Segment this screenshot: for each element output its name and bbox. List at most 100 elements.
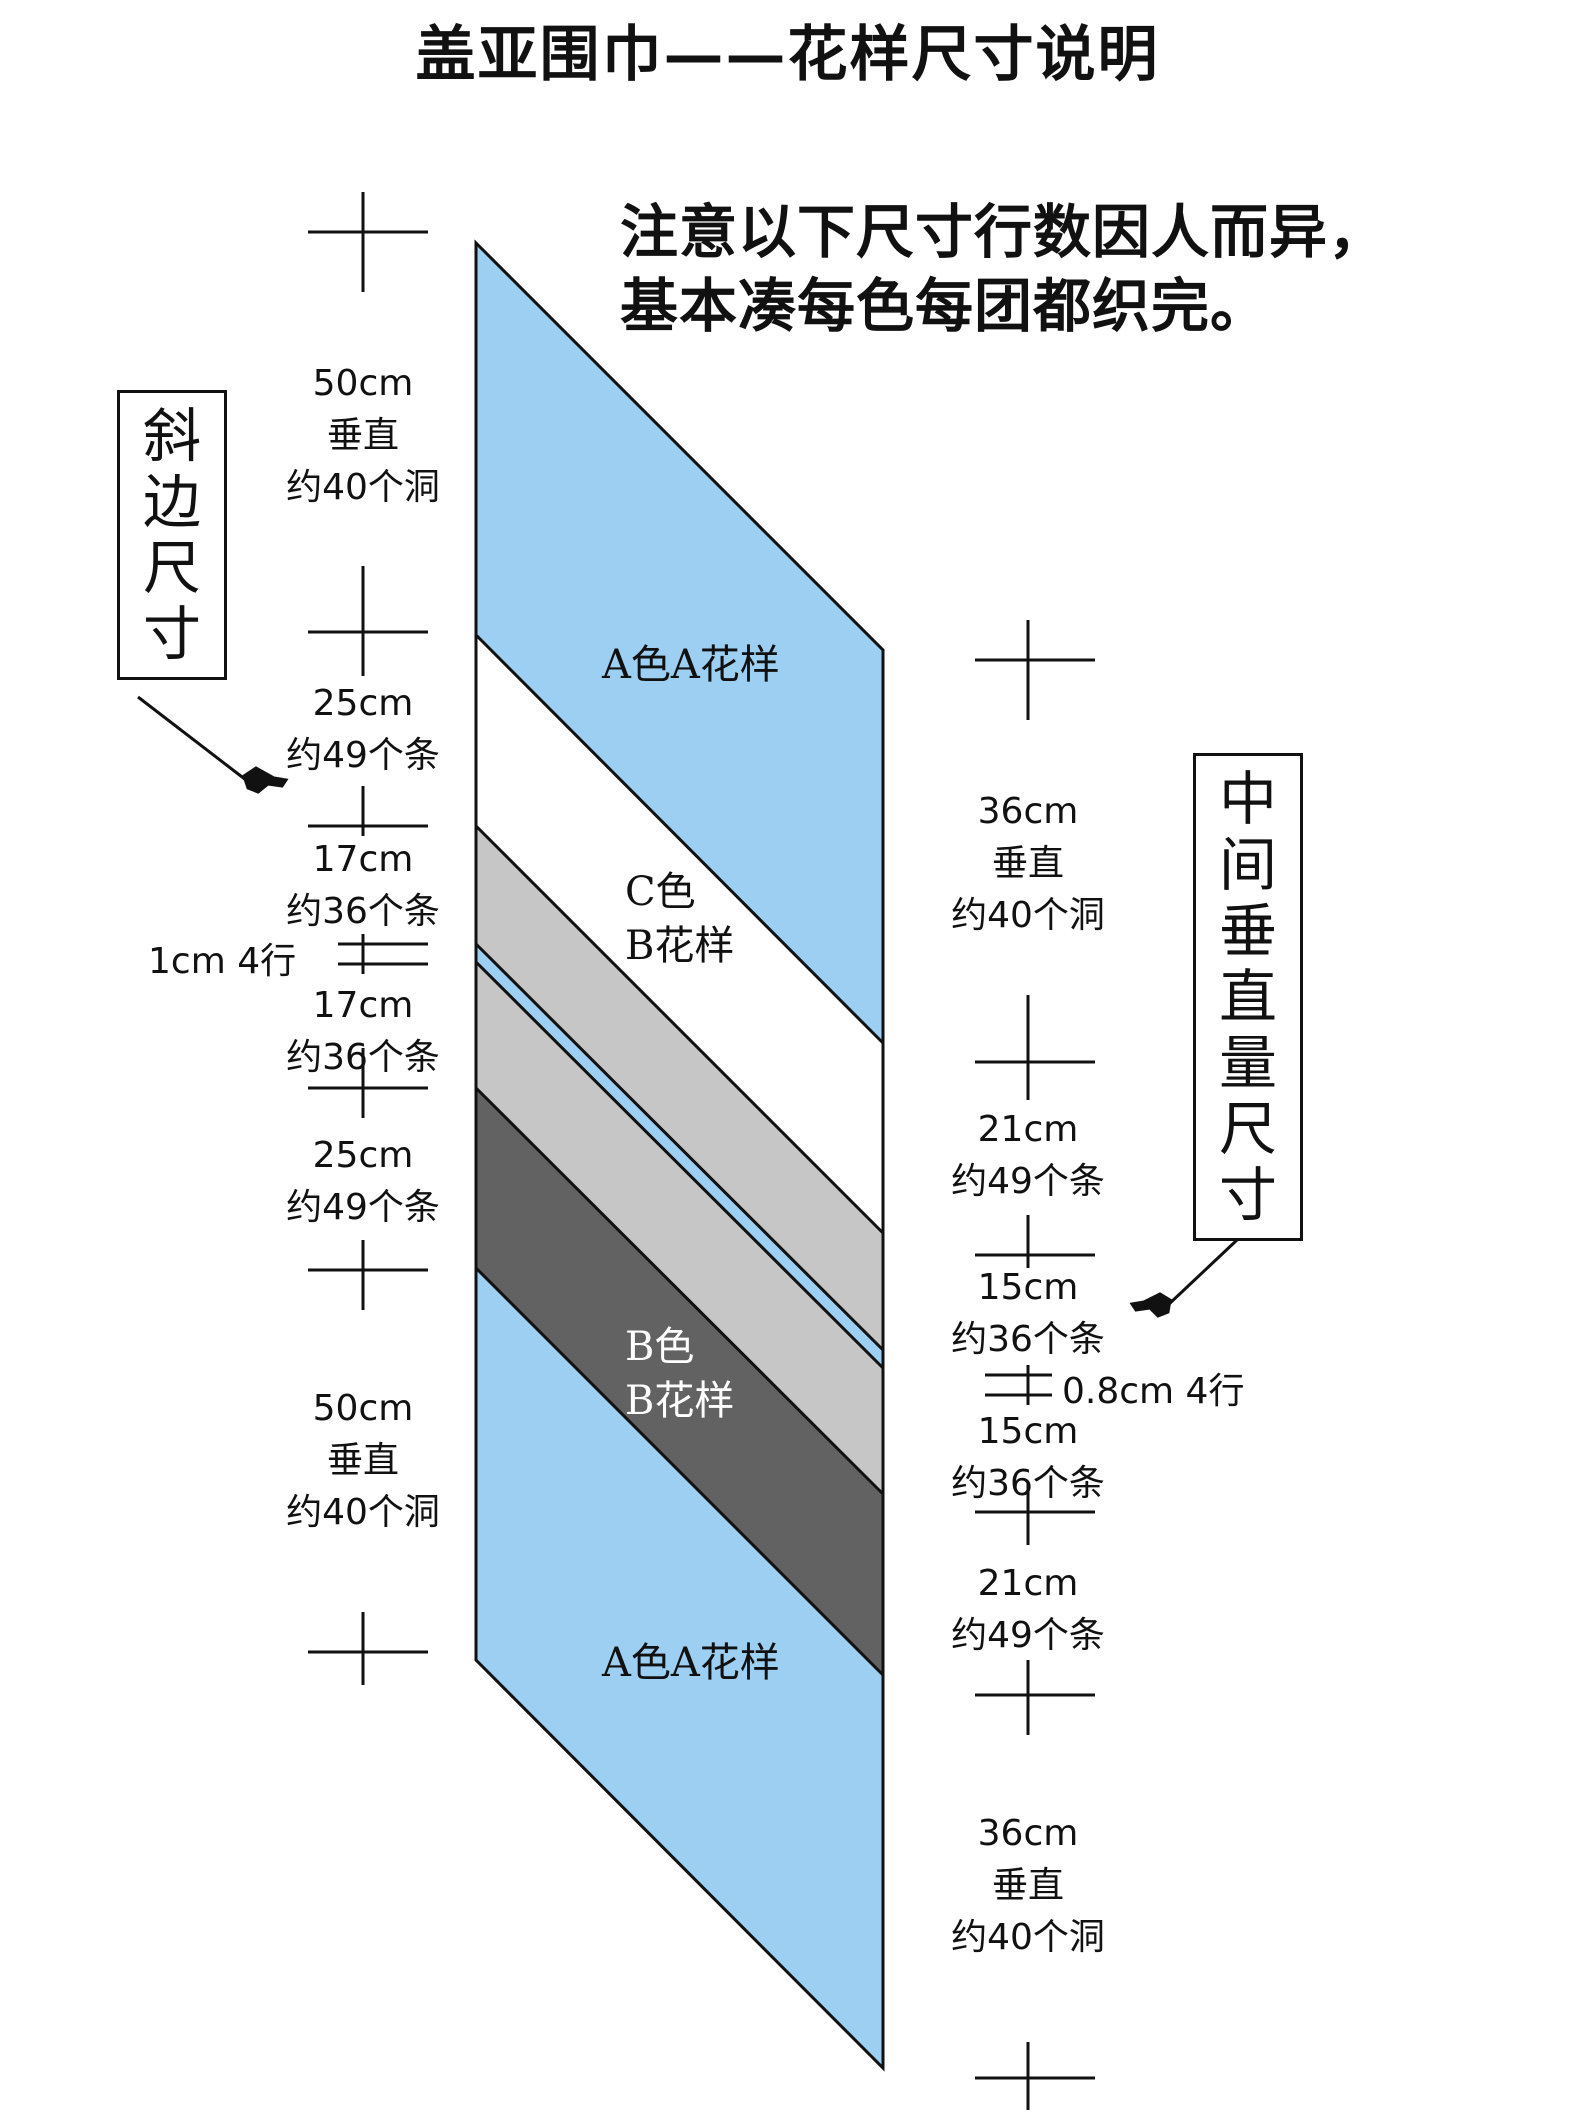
band-divider-blue — [476, 944, 883, 1368]
boundary-line — [474, 960, 885, 1370]
band-label-b: B色 B花样 — [625, 1320, 734, 1428]
left-measure: 17cm 约36个条 — [258, 834, 468, 938]
measure-line: 21cm — [977, 1109, 1079, 1150]
left-measure: 50cm 垂直 约40个洞 — [258, 1383, 468, 1539]
measure-line: 约49个条 — [286, 1187, 440, 1228]
pointers — [137, 695, 1239, 1318]
measure-line: 垂直 — [326, 415, 399, 456]
side-label-char: 寸 — [142, 600, 201, 668]
band-label-line: A色A花样 — [602, 1640, 780, 1686]
right-marker — [975, 2042, 1095, 2110]
mid-label-char: 尺 — [1218, 1095, 1277, 1163]
mid-label-pointer-line — [1166, 1238, 1239, 1307]
left-marker-double — [338, 934, 428, 974]
mid-label-char: 中 — [1218, 765, 1277, 833]
band-a-bottom — [476, 1268, 883, 2068]
measure-line: 约40个洞 — [286, 467, 440, 508]
boundary-line — [474, 1266, 885, 1677]
measure-line: 约36个条 — [286, 1037, 440, 1078]
right-measure: 36cm 垂直 约40个洞 — [923, 1808, 1133, 1964]
measure-line: 约49个条 — [951, 1615, 1105, 1656]
measure-line: 约49个条 — [286, 735, 440, 776]
mid-label-char: 寸 — [1218, 1161, 1277, 1229]
scarf-outline — [474, 239, 885, 2072]
middle-vertical-size-label: 中 间 垂 直 量 尺 寸 — [1193, 753, 1303, 1241]
band-label-line: A色A花样 — [602, 642, 780, 688]
mid-label-char: 间 — [1218, 831, 1277, 899]
measure-line: 约36个条 — [286, 891, 440, 932]
left-measure: 17cm 约36个条 — [258, 980, 468, 1084]
right-measure: 15cm 约36个条 — [923, 1406, 1133, 1510]
right-measure: 21cm 约49个条 — [923, 1558, 1133, 1662]
measure-line: 垂直 — [326, 1440, 399, 1481]
right-measure: 36cm 垂直 约40个洞 — [923, 786, 1133, 942]
left-marker — [308, 786, 428, 836]
measure-line: 17cm — [312, 839, 414, 880]
measure-line: 约36个条 — [951, 1463, 1105, 1504]
left-markers — [308, 192, 428, 1685]
pointing-hand-icon — [242, 766, 289, 794]
band-label-line: B花样 — [625, 923, 735, 969]
right-marker — [975, 1482, 1095, 1545]
right-marker-double — [985, 1365, 1052, 1405]
measure-line: 约40个洞 — [951, 1917, 1105, 1958]
right-small-measure: 0.8cm 4行 — [1062, 1371, 1245, 1412]
left-marker — [308, 1048, 428, 1118]
band-label-line: C色 — [625, 869, 696, 915]
measure-line: 25cm — [312, 683, 414, 724]
measure-line: 垂直 — [991, 1865, 1064, 1906]
page-title: 盖亚围巾——花样尺寸说明 — [415, 20, 1160, 90]
band-boundaries — [474, 239, 885, 2072]
mid-label-char: 垂 — [1218, 897, 1277, 965]
side-label-char: 边 — [142, 468, 201, 536]
band-label-c: C色 B花样 — [625, 865, 734, 973]
side-label-char: 斜 — [142, 402, 201, 470]
left-marker — [308, 192, 428, 292]
measure-line: 15cm — [977, 1411, 1079, 1452]
side-label-char: 尺 — [142, 534, 201, 602]
right-markers — [975, 620, 1095, 2110]
measure-line: 17cm — [312, 985, 414, 1026]
boundary-line — [474, 633, 885, 1045]
right-marker — [975, 620, 1095, 720]
measure-line: 15cm — [977, 1267, 1079, 1308]
left-measure: 25cm 约49个条 — [258, 1130, 468, 1234]
band-a-top — [476, 243, 883, 1043]
measure-line: 约40个洞 — [951, 895, 1105, 936]
measure-line: 50cm — [312, 1388, 414, 1429]
pointing-hand-icon — [1129, 1292, 1172, 1318]
note-line-1: 注意以下尺寸行数因人而异， — [620, 198, 1388, 266]
band-label-line: B花样 — [625, 1378, 735, 1424]
band-b-dark — [476, 1088, 883, 1675]
measure-line: 36cm — [977, 791, 1079, 832]
right-measure: 15cm 约36个条 — [923, 1262, 1133, 1366]
side-label-pointer-line — [137, 695, 247, 782]
left-measure: 50cm 垂直 约40个洞 — [258, 358, 468, 514]
left-measure: 25cm 约49个条 — [258, 678, 468, 782]
right-measure: 21cm 约49个条 — [923, 1104, 1133, 1208]
boundary-line — [474, 824, 885, 1235]
boundary-line — [474, 942, 885, 1352]
measure-line: 36cm — [977, 1813, 1079, 1854]
mid-label-char: 量 — [1218, 1029, 1277, 1097]
note-line-2: 基本凑每色每团都织完。 — [620, 272, 1270, 340]
measure-line: 约49个条 — [951, 1161, 1105, 1202]
measure-line: 垂直 — [991, 843, 1064, 884]
band-label-a-bottom: A色A花样 — [602, 1636, 780, 1690]
measure-line: 25cm — [312, 1135, 414, 1176]
boundary-line — [474, 1086, 885, 1496]
note: 注意以下尺寸行数因人而异， 基本凑每色每团都织完。 — [620, 195, 1387, 343]
measure-line: 约36个条 — [951, 1319, 1105, 1360]
band-c-white — [476, 635, 883, 1233]
right-marker — [975, 1660, 1095, 1735]
measure-line: 21cm — [977, 1563, 1079, 1604]
band-c-gray-1 — [476, 826, 883, 1350]
band-label-line: B色 — [625, 1324, 695, 1370]
right-marker — [975, 995, 1095, 1100]
band-label-a-top: A色A花样 — [602, 638, 780, 692]
side-size-label: 斜 边 尺 寸 — [117, 390, 227, 680]
band-c-gray-2 — [476, 962, 883, 1494]
measure-line: 50cm — [312, 363, 414, 404]
left-marker — [308, 566, 428, 676]
